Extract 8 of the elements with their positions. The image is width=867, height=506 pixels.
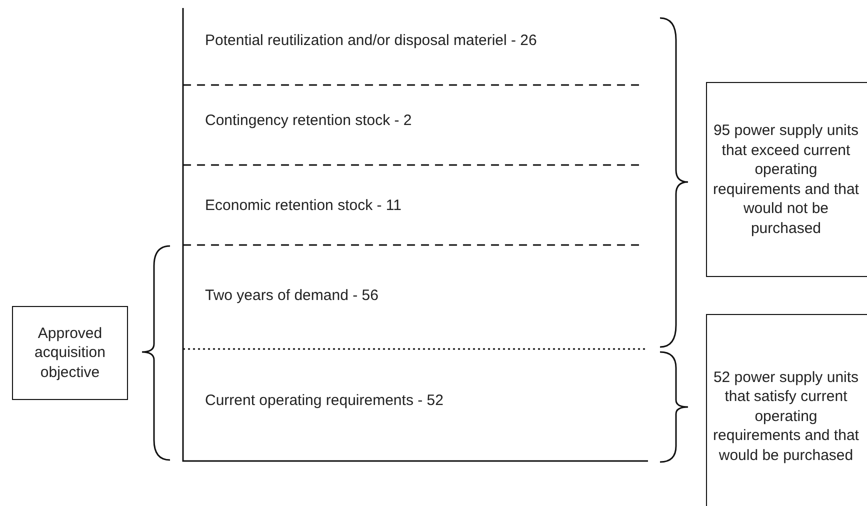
summary-box: 95 power supply units that exceed current operating requirements and that would not be purchased <box>706 82 867 277</box>
objective-box: Approved acquisition objective <box>12 306 128 400</box>
layer-label: Contingency retention stock - 2 <box>205 95 412 145</box>
layer-label: Economic retention stock - 11 <box>205 180 402 230</box>
summary-box: 52 power supply units that satisfy current operating requirements and that would be purchased <box>706 314 867 506</box>
layer-label: Two years of demand - 56 <box>205 270 378 320</box>
layer-label: Current operating requirements - 52 <box>205 370 444 430</box>
layer-label: Potential reutilization and/or disposal materiel - 26 <box>205 15 537 65</box>
